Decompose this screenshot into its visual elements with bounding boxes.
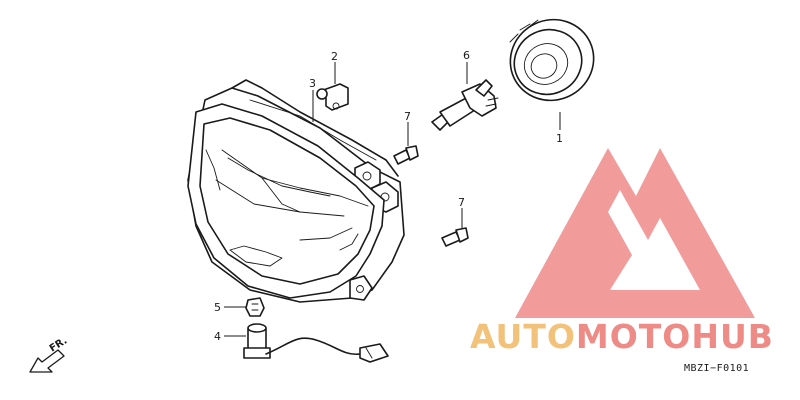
headlight-unit — [187, 79, 405, 303]
callout-label: 4 — [214, 330, 221, 343]
watermark-hub: HUB — [691, 317, 774, 356]
screw-upper — [393, 145, 419, 165]
callout-label: 6 — [463, 49, 470, 62]
clip — [245, 297, 265, 317]
socket-wire — [243, 323, 389, 363]
callout-label: 3 — [309, 77, 316, 90]
callout-2: 2 — [331, 50, 338, 84]
callout-label: 1 — [556, 132, 563, 145]
watermark-auto: AUTO — [470, 317, 576, 356]
callout-7-lower: 7 — [458, 196, 465, 228]
dust-cover — [509, 18, 595, 102]
callout-4: 4 — [214, 330, 246, 343]
watermark-logo: AUTOMOTOHUB — [470, 148, 774, 356]
screw-lower — [441, 227, 469, 247]
callout-3: 3 — [309, 77, 316, 122]
headlight-bracket — [316, 83, 349, 111]
callout-label: 7 — [458, 196, 465, 209]
arrow-icon — [29, 349, 65, 373]
callout-label: 2 — [331, 50, 338, 63]
callout-7-upper: 7 — [404, 110, 411, 146]
callout-1: 1 — [556, 112, 563, 145]
watermark-triangle-icon — [515, 148, 755, 318]
callout-label: 7 — [404, 110, 411, 123]
svg-text:AUTOMOTOHUB: AUTOMOTOHUB — [470, 317, 774, 356]
diagram-code: MBZI−F0101 — [684, 363, 749, 374]
headlight-bulb — [431, 79, 499, 131]
callout-5: 5 — [214, 301, 246, 314]
watermark-moto: MOTO — [576, 317, 691, 356]
callout-label: 5 — [214, 301, 221, 314]
front-direction: FR. — [29, 335, 69, 373]
callout-6: 6 — [463, 49, 470, 84]
